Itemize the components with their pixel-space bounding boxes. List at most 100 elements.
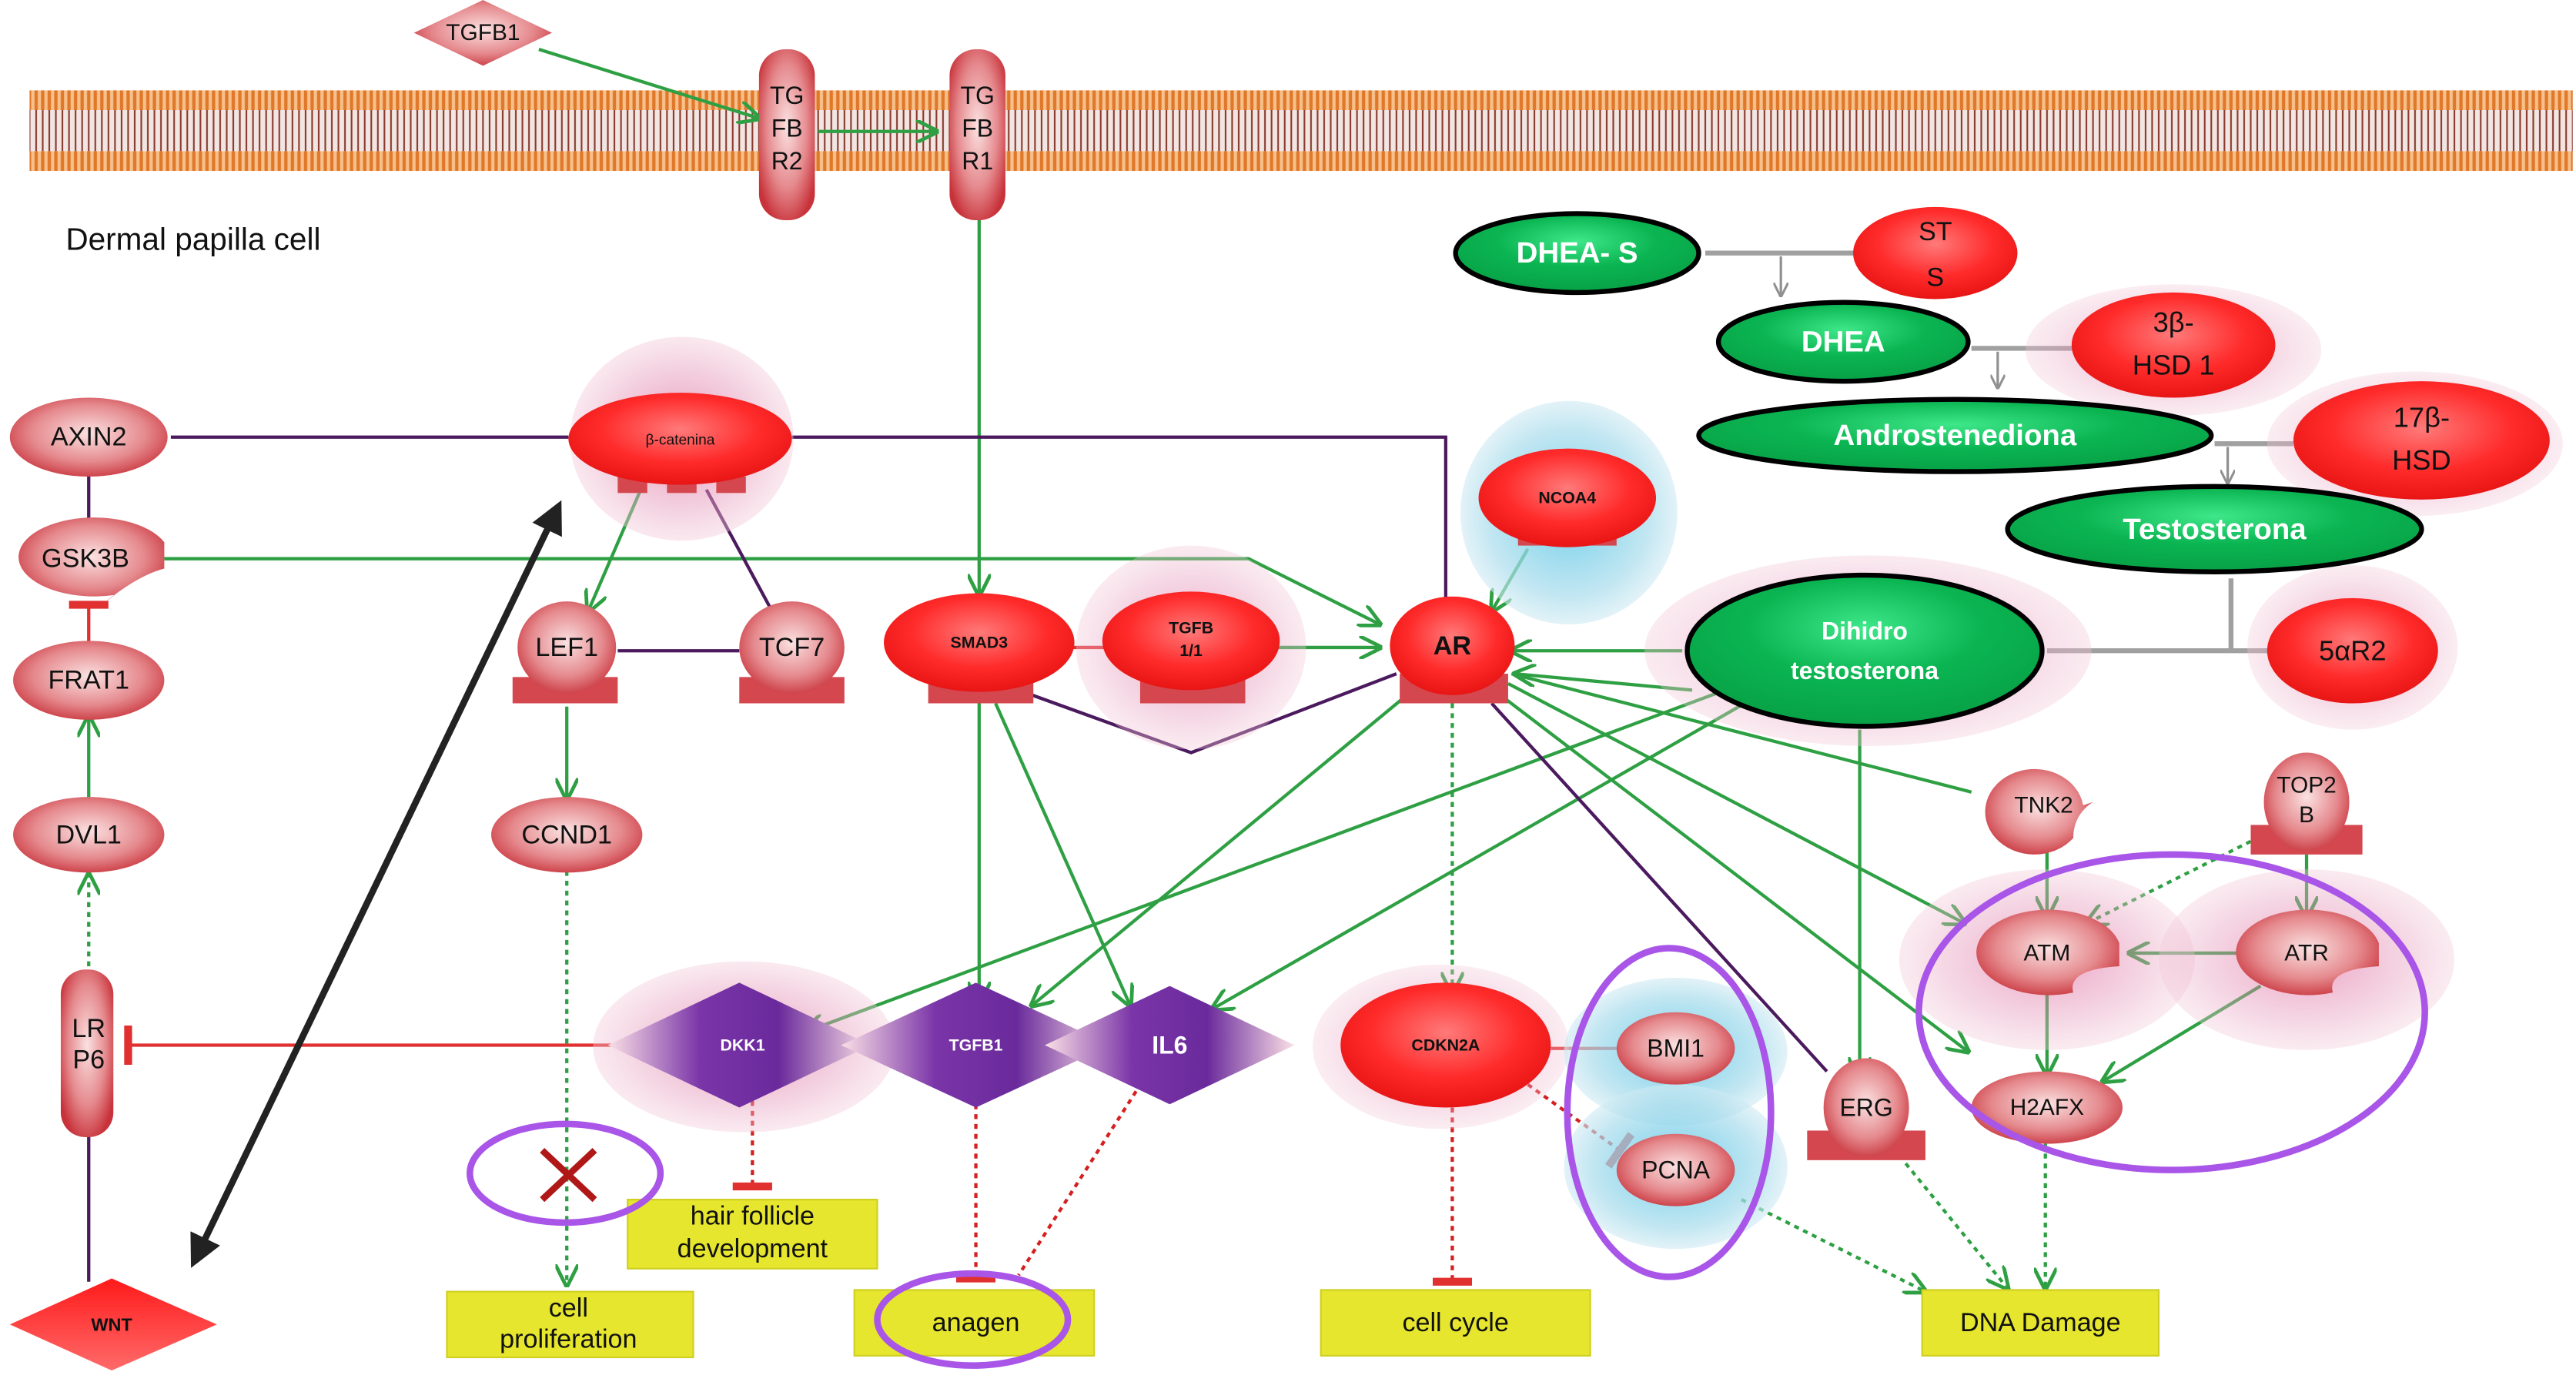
node-5ar2[interactable]: 5αR2 (2267, 597, 2438, 704)
node-atm[interactable]: ATM (1976, 909, 2119, 996)
svg-text:FB: FB (962, 114, 993, 142)
node-tgfb1-secreted[interactable]: TGFB1 (841, 982, 1111, 1108)
svg-text:PCNA: PCNA (1641, 1156, 1711, 1184)
node-wnt[interactable]: WNT (9, 1278, 217, 1371)
node-cdkn2a[interactable]: CDKN2A (1340, 982, 1551, 1108)
node-lrp6[interactable]: LR P6 (60, 969, 114, 1137)
svg-text:TGFB: TGFB (1169, 618, 1213, 637)
svg-text:P6: P6 (72, 1046, 105, 1075)
node-hsd3b1[interactable]: 3β- HSD 1 (2071, 292, 2276, 398)
node-tgfbr1[interactable]: TG FB R1 (949, 49, 1005, 221)
svg-text:5αR2: 5αR2 (2319, 635, 2386, 667)
edge-ar-tgfb1 (1032, 688, 1414, 1006)
highlight-ring-bmi1-pcna (1564, 945, 1775, 1280)
node-ar[interactable]: AR (1390, 596, 1515, 704)
svg-text:R1: R1 (962, 147, 993, 175)
process-dna-damage[interactable]: DNA Damage (1921, 1289, 2160, 1357)
node-tnk2[interactable]: TNK2 (1985, 768, 2093, 855)
svg-text:LR: LR (72, 1014, 105, 1043)
node-lef1[interactable]: LEF1 (512, 601, 618, 704)
node-dhea-s[interactable]: DHEA- S (1453, 211, 1701, 296)
svg-text:Androstenediona: Androstenediona (1833, 419, 2076, 452)
svg-text:TGFB1: TGFB1 (446, 20, 520, 45)
cell-membrane (29, 90, 2573, 171)
svg-text:TNK2: TNK2 (2014, 792, 2073, 818)
edge-tgfb1-tgfbr2 (538, 47, 759, 119)
svg-text:CDKN2A: CDKN2A (1411, 1036, 1480, 1054)
highlight-ring-anagen (874, 1270, 1072, 1369)
node-il6[interactable]: IL6 (1045, 985, 1295, 1105)
node-frat1[interactable]: FRAT1 (13, 641, 165, 720)
process-cell-proliferation[interactable]: cell proliferation (446, 1290, 694, 1359)
node-dihidrotestosterona[interactable]: Dihidro testosterona (1684, 572, 2045, 729)
node-dkk1[interactable]: DKK1 (607, 982, 871, 1108)
node-dhea[interactable]: DHEA (1715, 299, 1971, 384)
svg-text:R2: R2 (771, 147, 803, 175)
edge-erg-dnadamage (1904, 1162, 2007, 1288)
node-erg[interactable]: ERG (1807, 1058, 1925, 1160)
node-dvl1[interactable]: DVL1 (13, 797, 165, 873)
edge-ar-atm (1507, 682, 1965, 924)
svg-text:LEF1: LEF1 (535, 633, 598, 662)
edge-wnt-bcat-bidirectional (190, 500, 562, 1268)
edge-pcna-dnadamage (1741, 1198, 1925, 1292)
svg-text:TG: TG (770, 82, 804, 109)
svg-text:ST: ST (1919, 217, 1952, 246)
node-tgfb11[interactable]: TGFB 1/1 (1102, 591, 1280, 704)
svg-text:1/1: 1/1 (1179, 641, 1203, 660)
node-beta-catenin[interactable]: β-catenina (568, 393, 792, 494)
process-cell-cycle[interactable]: cell cycle (1320, 1289, 1591, 1357)
svg-text:FB: FB (771, 114, 803, 142)
svg-text:B: B (2299, 802, 2314, 828)
svg-text:FRAT1: FRAT1 (48, 666, 129, 695)
highlight-ring-x (467, 1120, 664, 1226)
node-hsd17b[interactable]: 17β- HSD (2293, 381, 2550, 500)
svg-text:Testosterona: Testosterona (2123, 513, 2307, 546)
svg-text:3β-: 3β- (2153, 306, 2194, 338)
svg-text:HSD: HSD (2392, 444, 2451, 476)
edge-ar-erg (1490, 702, 1828, 1073)
edge-bcat-ar (791, 435, 1447, 608)
svg-text:DNA Damage: DNA Damage (1960, 1308, 2121, 1337)
highlight-rings (467, 851, 2428, 1369)
edges (69, 47, 2307, 1292)
node-sts[interactable]: ST S (1853, 206, 2018, 299)
svg-text:DHEA- S: DHEA- S (1517, 236, 1638, 269)
svg-text:SMAD3: SMAD3 (950, 634, 1008, 652)
svg-text:ATR: ATR (2284, 940, 2329, 965)
node-tgfb1-ligand[interactable]: TGFB1 (413, 0, 552, 66)
blocked-x-icon (540, 1147, 597, 1203)
svg-text:testosterona: testosterona (1791, 657, 1939, 684)
svg-text:cell cycle: cell cycle (1402, 1308, 1508, 1337)
process-hair-follicle-development[interactable]: hair follicle development (627, 1199, 878, 1270)
svg-text:development: development (677, 1234, 828, 1263)
svg-text:TG: TG (960, 82, 994, 109)
node-testosterona[interactable]: Testosterona (2005, 484, 2424, 574)
node-ncoa4[interactable]: NCOA4 (1478, 448, 1656, 547)
node-gsk3b[interactable]: GSK3B (18, 517, 165, 605)
edge-ar-tnk2 (1510, 672, 1972, 794)
node-tgfbr2[interactable]: TG FB R2 (758, 49, 815, 221)
svg-text:DKK1: DKK1 (720, 1036, 764, 1054)
node-tcf7[interactable]: TCF7 (739, 601, 845, 704)
node-axin2[interactable]: AXIN2 (9, 397, 168, 477)
node-ccnd1[interactable]: CCND1 (491, 797, 643, 873)
node-pcna[interactable]: PCNA (1616, 1133, 1735, 1206)
svg-text:CCND1: CCND1 (521, 820, 612, 849)
edge-dht-dkk1 (805, 688, 1726, 1032)
svg-text:DHEA: DHEA (1802, 325, 1885, 358)
svg-text:17β-: 17β- (2394, 402, 2450, 433)
node-bmi1[interactable]: BMI1 (1616, 1012, 1735, 1085)
edge-smad3-il6 (994, 702, 1130, 1006)
edge-dht-il6 (1213, 701, 1746, 1009)
node-smad3[interactable]: SMAD3 (884, 593, 1075, 704)
node-top2b[interactable]: TOP2 B (2250, 752, 2363, 855)
node-atr[interactable]: ATR (2236, 909, 2379, 996)
svg-text:DVL1: DVL1 (56, 820, 122, 849)
svg-text:AXIN2: AXIN2 (51, 423, 127, 452)
node-h2afx[interactable]: H2AFX (1971, 1071, 2123, 1144)
svg-text:TGFB1: TGFB1 (949, 1036, 1003, 1054)
svg-text:TCF7: TCF7 (759, 633, 825, 662)
node-androstenediona[interactable]: Androstenediona (1696, 397, 2214, 474)
